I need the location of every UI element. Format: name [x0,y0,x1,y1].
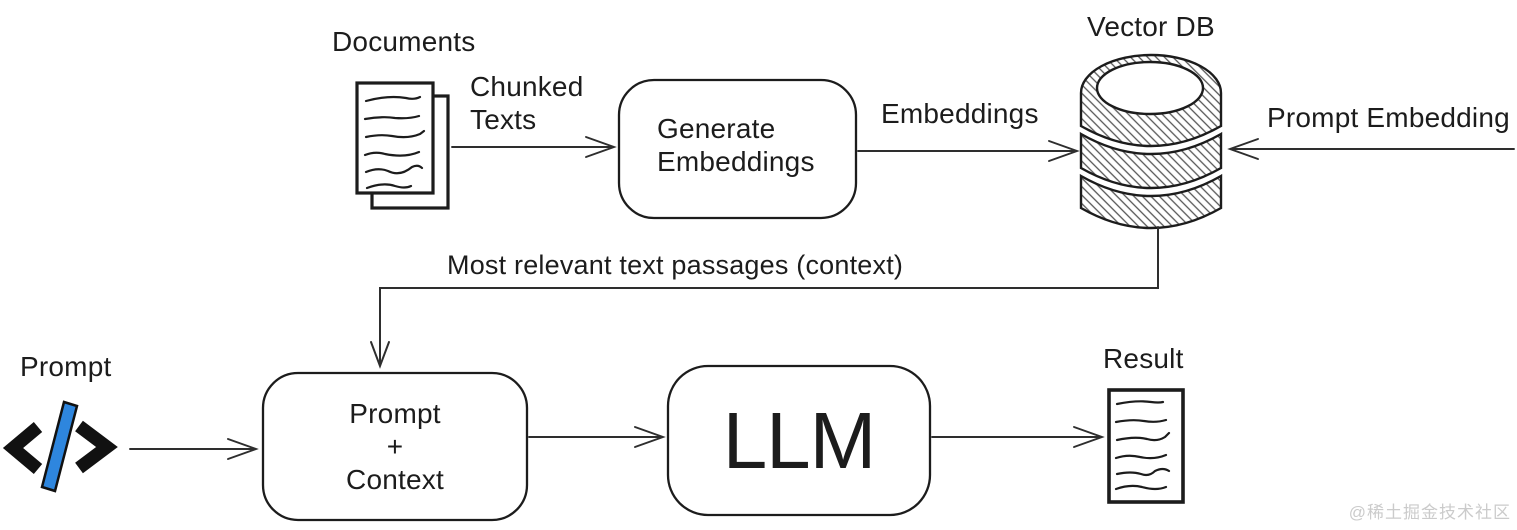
code-slash-icon [2,400,118,493]
prompt-context-label: Prompt + Context [346,398,444,495]
arrow-embeddings [857,140,1080,162]
chunked-texts-label: Chunked Texts [470,71,584,135]
documents-label: Documents [332,26,476,57]
arrow-context-connector [370,226,1159,369]
arrow-prompt [129,438,259,460]
embeddings-label: Embeddings [881,98,1039,129]
arrow-to-result [931,426,1105,448]
context-passages-label: Most relevant text passages (context) [447,250,904,280]
document-icon [1107,388,1185,504]
result-label: Result [1103,343,1184,374]
arrow-chunked-texts [451,136,617,158]
generate-embeddings-box [617,78,858,220]
prompt-embedding-label: Prompt Embedding [1267,102,1510,133]
llm-label: LLM [722,395,877,485]
arrow-prompt-embedding [1227,138,1515,160]
llm-box [666,364,932,517]
database-cylinder-icon [1079,53,1223,230]
prompt-label: Prompt [20,351,112,382]
arrow-to-llm [528,426,666,448]
prompt-context-box [261,371,529,522]
generate-embeddings-label: Generate Embeddings [657,113,815,177]
vector-db-label: Vector DB [1087,11,1215,42]
watermark: @稀土掘金技术社区 [1348,503,1511,522]
document-stack-icon [355,81,450,210]
